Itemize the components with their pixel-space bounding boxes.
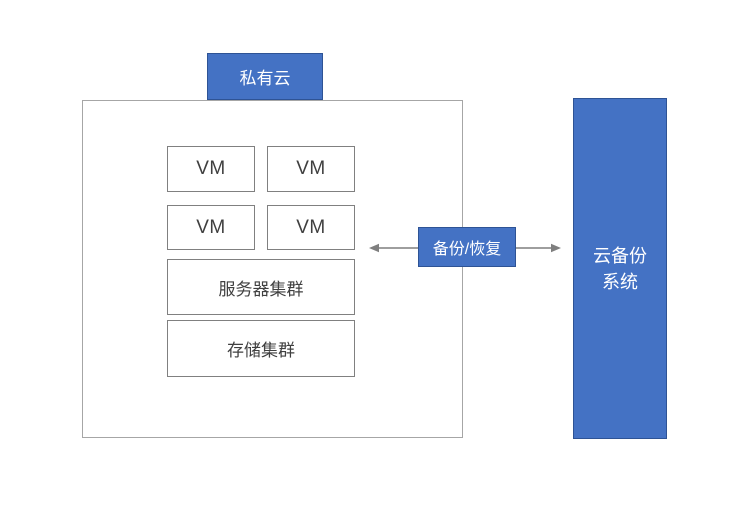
vm-box-3: VM [167, 205, 255, 250]
vm-label: VM [296, 158, 326, 179]
arrow-to-cloud-backup [516, 243, 561, 253]
private-cloud-label-box: 私有云 [207, 53, 323, 100]
cloud-backup-system-label-line2: 系统 [602, 271, 638, 292]
server-cluster-label: 服务器集群 [218, 279, 304, 299]
vm-label: VM [196, 158, 226, 179]
server-cluster-box: 服务器集群 [167, 259, 355, 315]
backup-restore-label: 备份/恢复 [432, 241, 502, 258]
arrow-to-private-cloud [369, 243, 420, 253]
vm-box-2: VM [267, 146, 355, 192]
cloud-backup-system-box: 云备份 系统 [573, 98, 667, 439]
vm-label: VM [296, 216, 326, 238]
storage-cluster-label: 存储集群 [227, 341, 295, 360]
storage-cluster-box: 存储集群 [167, 320, 355, 377]
private-cloud-label: 私有云 [239, 69, 291, 88]
backup-restore-box: 备份/恢复 [418, 227, 516, 267]
cloud-backup-system-label-line1: 云备份 [593, 245, 647, 266]
vm-label: VM [196, 216, 226, 238]
vm-box-1: VM [167, 146, 255, 192]
vm-box-4: VM [267, 205, 355, 250]
